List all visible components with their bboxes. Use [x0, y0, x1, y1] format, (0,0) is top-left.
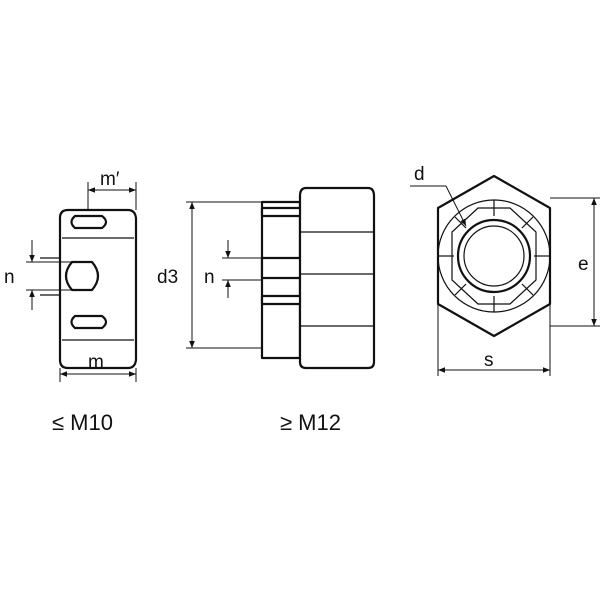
d-dimension: d [410, 164, 467, 227]
m-dimension: m [59, 352, 137, 382]
n-mid-dimension: n [204, 240, 262, 298]
label-d: d [414, 164, 425, 185]
top-view [436, 174, 552, 338]
label-d3: d3 [157, 267, 178, 288]
small-nut-side-view [40, 208, 138, 370]
m-prime-dimension: m′ [87, 169, 137, 210]
label-m-prime: m′ [100, 169, 120, 190]
label-s: s [484, 350, 494, 371]
caption-small: ≤ M10 [52, 410, 113, 435]
label-n-mid: n [204, 267, 215, 288]
n-left-dimension: n [4, 240, 72, 310]
s-dimension: s [437, 304, 551, 376]
large-nut-side-view [260, 186, 376, 370]
e-dimension: e [550, 197, 600, 327]
label-e: e [578, 254, 589, 275]
caption-large: ≥ M12 [280, 410, 341, 435]
d3-dimension: d3 [157, 201, 262, 349]
label-n-left: n [4, 267, 15, 288]
label-m: m [88, 352, 104, 373]
